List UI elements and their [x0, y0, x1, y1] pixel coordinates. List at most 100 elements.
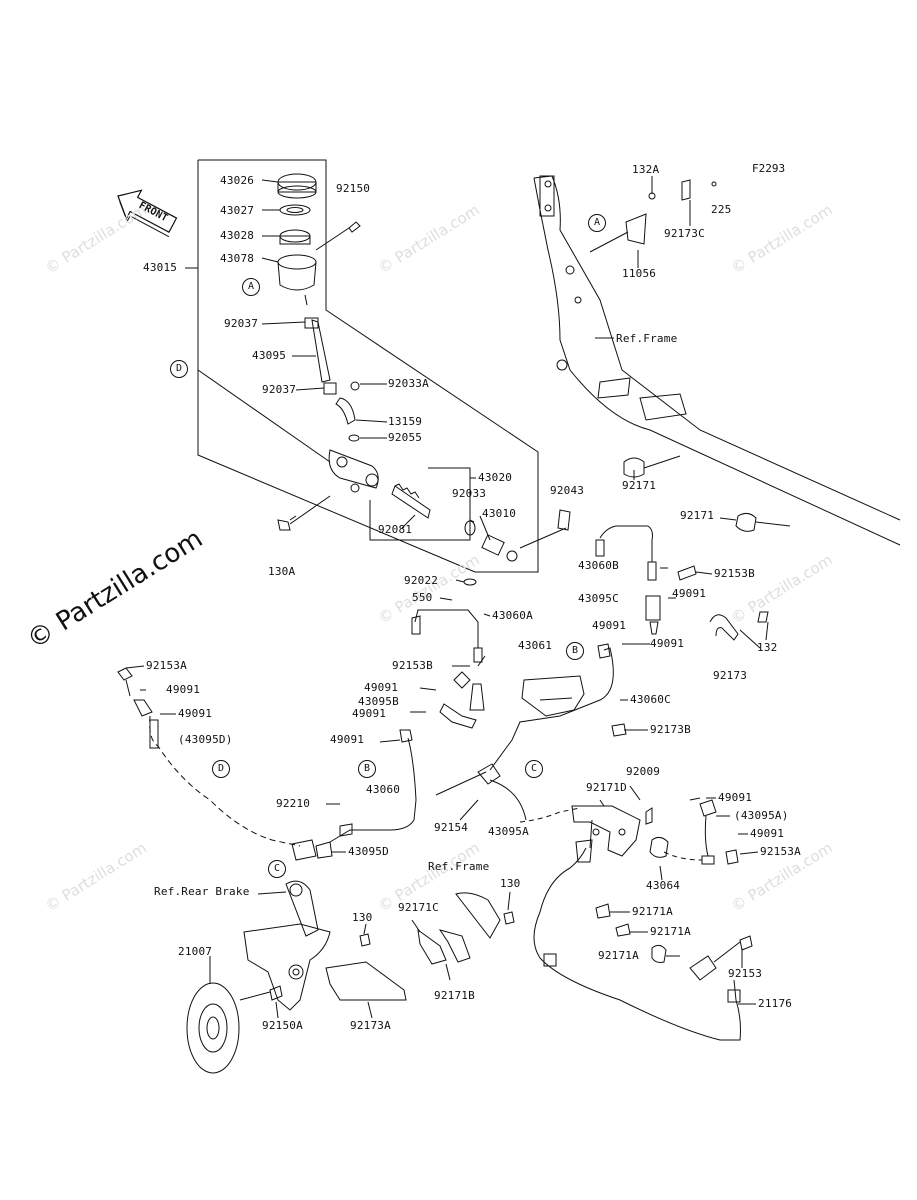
part-label: 132A	[632, 163, 660, 176]
part-label: 43095	[252, 349, 287, 362]
part-label: 92171D	[586, 781, 627, 794]
part-label: 92153A	[760, 845, 801, 858]
ref-rear-brake-label: Ref.Rear Brake	[154, 885, 250, 898]
part-label: 92037	[262, 383, 297, 396]
part-label: 49091	[166, 683, 201, 696]
part-label: 92171A	[632, 905, 673, 918]
part-label: 43095B	[358, 695, 399, 708]
callout-c: C	[525, 760, 543, 778]
part-label: 21176	[758, 997, 793, 1010]
part-label: 92150A	[262, 1019, 303, 1032]
part-label: 49091	[330, 733, 365, 746]
hose-43095D	[149, 715, 301, 847]
part-label: 92153B	[392, 659, 433, 672]
part-label: 92153B	[714, 567, 755, 580]
hose-43060	[329, 737, 417, 843]
callout-a: A	[242, 278, 260, 296]
part-label: 43028	[220, 229, 255, 242]
part-label: 92081	[378, 523, 413, 536]
part-label: 92033	[452, 487, 487, 500]
callout-d: D	[170, 360, 188, 378]
part-label: 11056	[622, 267, 657, 280]
part-label: (43095D)	[178, 733, 233, 746]
part-label: 49091	[718, 791, 753, 804]
part-label: 49091	[352, 707, 387, 720]
part-label: 130A	[268, 565, 296, 578]
ref-frame-label: Ref.Frame	[428, 860, 490, 873]
part-label: 132	[757, 641, 778, 654]
diaphragm-43027	[279, 204, 311, 216]
master-cylinder-body	[328, 449, 379, 489]
part-label: 49091	[178, 707, 213, 720]
part-label: 92171	[680, 509, 715, 522]
part-label: 92055	[388, 431, 423, 444]
caliper-bracket	[243, 923, 331, 1011]
part-label: 43060B	[578, 559, 619, 572]
hose-43060B	[599, 525, 653, 562]
part-label: 49091	[672, 587, 707, 600]
part-label: 92173A	[350, 1019, 391, 1032]
part-label: 92043	[550, 484, 585, 497]
reservoir-43078	[277, 254, 317, 270]
hose-43060C	[489, 647, 614, 771]
part-label: 43060	[366, 783, 401, 796]
clamp-92173A	[325, 961, 407, 1001]
part-label: 92171C	[398, 901, 439, 914]
brake-disc-21007	[186, 982, 240, 1074]
part-label: 49091	[592, 619, 627, 632]
hose-43060A	[414, 609, 479, 648]
bracket-92171D	[571, 805, 641, 857]
part-label: 92153A	[146, 659, 187, 672]
part-label: 550	[412, 591, 433, 604]
part-label: 43015	[143, 261, 178, 274]
callout-b: B	[358, 760, 376, 778]
part-label: 13159	[388, 415, 423, 428]
part-label: 92210	[276, 797, 311, 810]
part-label: 92037	[224, 317, 259, 330]
callout-b: B	[566, 642, 584, 660]
frame-tube	[533, 175, 901, 521]
part-label: 130	[352, 911, 373, 924]
part-label: 43020	[478, 471, 513, 484]
cable-21176	[533, 847, 741, 1041]
part-label: 43095A	[488, 825, 529, 838]
figure-id: F2293	[752, 162, 786, 175]
part-label: 43060A	[492, 609, 533, 622]
part-label: 92153	[728, 967, 763, 980]
part-label: 43026	[220, 174, 255, 187]
part-label: 130	[500, 877, 521, 890]
part-label: 21007	[178, 945, 213, 958]
callout-c: C	[268, 860, 286, 878]
part-label: 92033A	[388, 377, 429, 390]
part-label: 49091	[364, 681, 399, 694]
part-label: 43078	[220, 252, 255, 265]
part-label: 43095D	[348, 845, 389, 858]
part-label: 92173	[713, 669, 748, 682]
part-label: 92171B	[434, 989, 475, 1002]
callout-d: D	[212, 760, 230, 778]
part-label: 92173C	[664, 227, 705, 240]
group-outline-43015	[198, 159, 539, 573]
part-label: 43010	[482, 507, 517, 520]
ref-frame-label: Ref.Frame	[616, 332, 678, 345]
part-label: 92171A	[598, 949, 639, 962]
callout-a: A	[588, 214, 606, 232]
part-label: 43027	[220, 204, 255, 217]
part-label: 43060C	[630, 693, 671, 706]
front-arrow-icon	[117, 189, 178, 238]
part-label: 49091	[650, 637, 685, 650]
part-label: 43064	[646, 879, 681, 892]
part-label: 92173B	[650, 723, 691, 736]
part-label: 49091	[750, 827, 785, 840]
part-label: (43095A)	[734, 809, 789, 822]
part-label: 92154	[434, 821, 469, 834]
part-label: 92171	[622, 479, 657, 492]
part-label: 92171A	[650, 925, 691, 938]
part-label: 92009	[626, 765, 661, 778]
part-label: 225	[711, 203, 732, 216]
part-label: 92022	[404, 574, 439, 587]
part-label: 43061	[518, 639, 553, 652]
part-label: 43095C	[578, 592, 619, 605]
part-label: 92150	[336, 182, 371, 195]
